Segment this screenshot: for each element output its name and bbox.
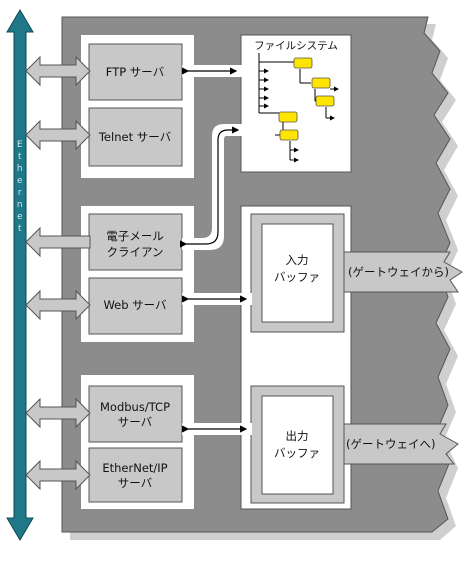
bus-arrow-ftp	[25, 55, 91, 87]
bus-arrow-web	[25, 289, 91, 321]
email-client-box	[88, 213, 183, 271]
from-gateway-arrow	[343, 251, 463, 293]
ethernetip-box	[88, 447, 183, 503]
web-label: Web サーバ	[103, 298, 167, 312]
email-label-2: クライアン	[106, 245, 163, 259]
connector-modbus-output	[182, 423, 252, 435]
bus-arrow-eip	[25, 459, 91, 491]
output-buffer-label-2: バッファ	[274, 446, 320, 460]
filesystem-label: ファイルシステム	[254, 40, 338, 52]
email-label-1: 電子メール	[106, 229, 164, 243]
connector-web-input	[182, 293, 252, 305]
eip-label-2: サーバ	[118, 476, 153, 490]
bus-arrow-telnet	[25, 119, 91, 151]
ethernet-label-letter: h	[17, 164, 23, 174]
bus-arrow-modbus	[25, 397, 91, 429]
ftp-label: FTP サーバ	[106, 65, 165, 79]
web-server-box	[88, 277, 183, 335]
ethernet-bus	[6, 9, 34, 541]
connector-ftp-filesystem	[182, 65, 242, 77]
eip-label-1: EtherNet/IP	[102, 461, 167, 475]
telnet-label: Telnet サーバ	[98, 130, 172, 144]
ethernet-label-letter: n	[17, 200, 23, 210]
input-buffer-label-1: 入力	[286, 253, 309, 267]
modbus-label-2: サーバ	[118, 415, 153, 429]
modbus-label-1: Modbus/TCP	[100, 400, 170, 414]
ethernet-label-letter: e	[17, 176, 23, 186]
folder-icons	[278, 57, 335, 141]
connector-email-filesystem	[180, 124, 242, 250]
telnet-server-box	[88, 107, 183, 167]
ethernet-label-letter: E	[17, 140, 23, 150]
ftp-server-box	[88, 43, 183, 101]
ethernet-label-letter: e	[17, 212, 23, 222]
output-buffer-inner	[261, 395, 334, 495]
filesystem-box	[240, 34, 352, 173]
from-gateway-label: (ゲートウェイから)	[348, 265, 449, 279]
ethernet-label-letter: t	[18, 224, 22, 234]
ethernet-label-letter: t	[18, 152, 22, 162]
ethernet-label-letter: r	[18, 188, 22, 198]
to-gateway-arrow	[343, 423, 459, 465]
input-buffer-label-2: バッファ	[274, 270, 320, 284]
output-buffer-label-1: 出力	[286, 429, 309, 443]
to-gateway-label: (ゲートウェイへ)	[346, 437, 435, 451]
bus-arrow-email	[25, 226, 91, 258]
input-buffer-inner	[261, 223, 334, 323]
modbus-tcp-box	[88, 385, 183, 443]
